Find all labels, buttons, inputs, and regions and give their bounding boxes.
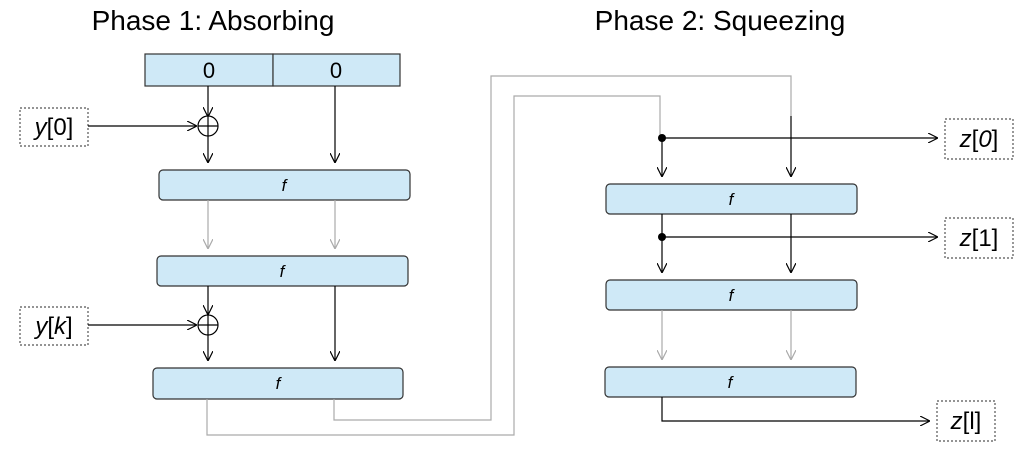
state-value-capacity: 0 bbox=[330, 58, 342, 83]
input-yk-label: y[k] bbox=[33, 313, 72, 340]
input-yk-box bbox=[19, 306, 89, 346]
absorb-f-box-2 bbox=[156, 255, 409, 287]
output-z1-label: z[1] bbox=[959, 225, 999, 252]
output-zl-label: z[l] bbox=[950, 408, 982, 435]
phase1-title: Phase 1: Absorbing bbox=[92, 5, 335, 36]
input-y0: y[0] bbox=[19, 107, 89, 147]
input-y0-label: y[0] bbox=[33, 114, 74, 141]
output-z1-box bbox=[944, 217, 1014, 259]
absorb-f-label-1: f bbox=[282, 176, 289, 195]
absorb-f-label-2: f bbox=[280, 262, 287, 281]
phase-link-rate bbox=[206, 95, 661, 436]
sf3-to-zl-arrow bbox=[661, 397, 929, 421]
output-zl-box bbox=[936, 400, 996, 442]
input-y0-box bbox=[19, 107, 89, 147]
absorb-f-label-3: f bbox=[276, 374, 283, 393]
phase2-title: Phase 2: Squeezing bbox=[595, 5, 846, 36]
squeeze-f-box-2 bbox=[605, 279, 858, 311]
absorb-f-box-3 bbox=[152, 367, 404, 400]
state-cell-rate bbox=[144, 53, 274, 87]
output-z0-label: z[0] bbox=[959, 126, 999, 153]
state-cell-capacity bbox=[272, 53, 401, 87]
squeeze-f-box-3 bbox=[604, 366, 857, 398]
output-zl: z[l] bbox=[936, 400, 996, 442]
xor2-icon bbox=[197, 314, 219, 336]
squeeze-f-label-2: f bbox=[729, 286, 736, 305]
input-yk: y[k] bbox=[19, 306, 89, 346]
state-value-rate: 0 bbox=[203, 58, 215, 83]
xor1-icon bbox=[197, 115, 219, 137]
output-z0: z[0] bbox=[944, 118, 1014, 160]
phase-link-capacity bbox=[333, 75, 792, 421]
output-z0-box bbox=[944, 118, 1014, 160]
squeeze-f-box-1 bbox=[605, 183, 858, 215]
squeeze-f-label-3: f bbox=[728, 373, 735, 392]
absorb-f-box-1 bbox=[158, 169, 411, 201]
initial-state: 0 0 bbox=[144, 53, 401, 87]
output-z1: z[1] bbox=[944, 217, 1014, 259]
squeeze-f-label-1: f bbox=[729, 190, 736, 209]
